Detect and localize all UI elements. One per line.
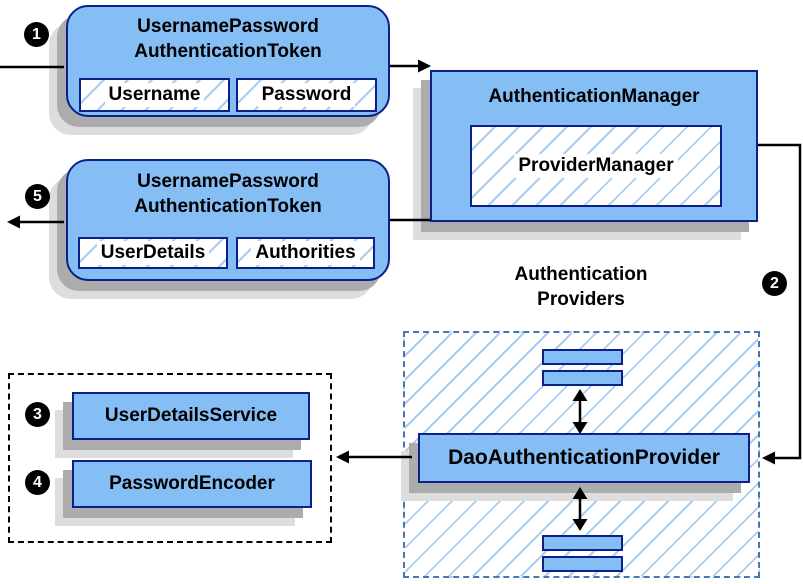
step-4-digit: 4 xyxy=(33,473,42,491)
field-password: Password xyxy=(236,78,377,112)
step-badge-5: 5 xyxy=(25,184,50,209)
field-username-label: Username xyxy=(104,83,205,107)
node-user-details-service: UserDetailsService xyxy=(72,392,310,440)
auth-manager-title: AuthenticationManager xyxy=(488,86,700,107)
response-token-title-line1: UsernamePassword xyxy=(137,171,319,192)
step-badge-3: 3 xyxy=(25,402,50,427)
provider-stub-bar xyxy=(542,349,623,365)
step-badge-1: 1 xyxy=(24,22,49,47)
step-5-digit: 5 xyxy=(33,187,42,205)
field-authorities-label: Authorities xyxy=(251,241,360,265)
arrowhead-into-provider xyxy=(762,451,775,465)
request-token-title: UsernamePassword AuthenticationToken xyxy=(68,14,388,64)
step-badge-2: 2 xyxy=(762,271,787,296)
field-password-label: Password xyxy=(257,83,356,107)
user-details-service-label: UserDetailsService xyxy=(104,405,278,426)
node-dao-authentication-provider: DaoAuthenticationProvider xyxy=(418,433,750,483)
request-token-title-line2: AuthenticationToken xyxy=(134,41,322,62)
request-token-title-line1: UsernamePassword xyxy=(137,16,319,37)
arrowhead-response-out xyxy=(7,215,20,229)
providers-heading-line1: Authentication xyxy=(514,264,648,285)
step-3-digit: 3 xyxy=(33,405,42,423)
step-badge-4: 4 xyxy=(25,470,50,495)
field-userdetails: UserDetails xyxy=(78,237,228,269)
field-username: Username xyxy=(79,78,230,112)
arrowhead-into-services xyxy=(336,450,349,464)
response-token-title-line2: AuthenticationToken xyxy=(134,196,322,217)
node-provider-manager: ProviderManager xyxy=(470,125,722,207)
response-token-title: UsernamePassword AuthenticationToken xyxy=(68,169,388,219)
provider-stub-bar xyxy=(542,535,623,551)
flow-line-auth-manager-to-provider xyxy=(758,143,802,460)
password-encoder-label: PasswordEncoder xyxy=(109,473,275,494)
field-authorities: Authorities xyxy=(236,237,375,269)
step-1-digit: 1 xyxy=(32,25,41,43)
dao-provider-label: DaoAuthenticationProvider xyxy=(448,446,720,469)
step-2-digit: 2 xyxy=(770,274,779,292)
services-group-box xyxy=(8,373,332,543)
field-userdetails-label: UserDetails xyxy=(96,241,210,265)
providers-heading: Authentication Providers xyxy=(421,262,741,312)
provider-stub-bar xyxy=(542,556,623,572)
provider-manager-label: ProviderManager xyxy=(514,154,678,178)
node-password-encoder: PasswordEncoder xyxy=(72,460,312,508)
providers-heading-line2: Providers xyxy=(537,289,625,310)
provider-stub-bar xyxy=(542,370,623,386)
